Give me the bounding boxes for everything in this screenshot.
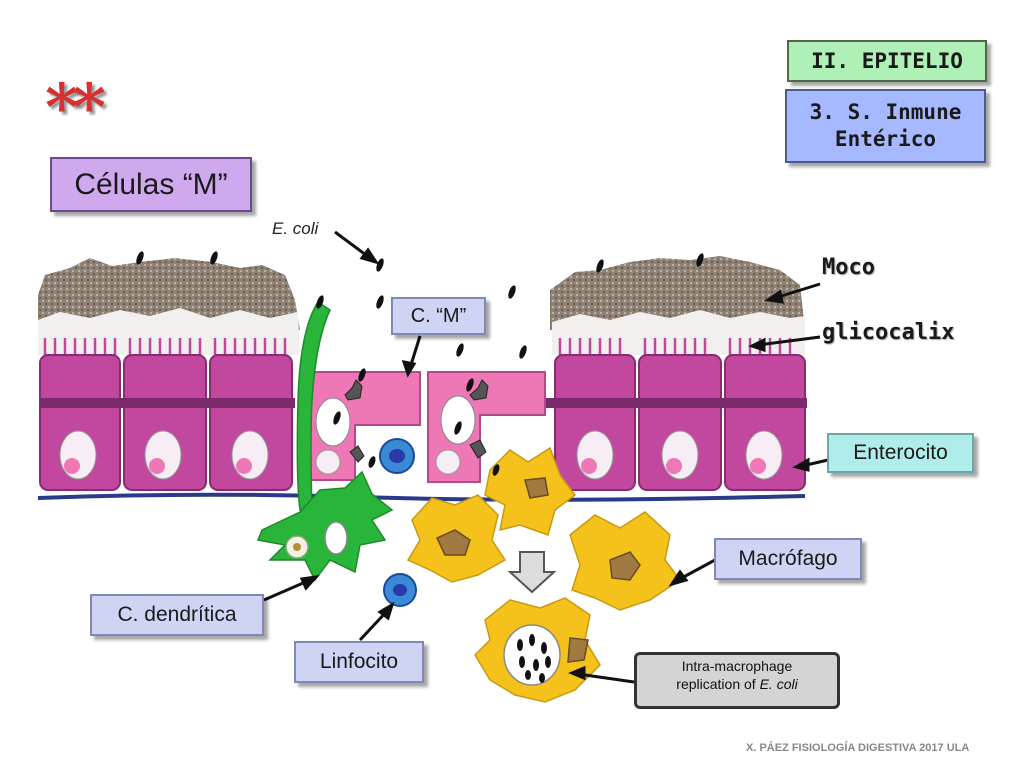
lymphocyte-upper — [379, 438, 415, 474]
mucus-layer-right — [550, 256, 805, 330]
callout-line1: Intra-macrophage — [681, 658, 793, 674]
footer-credit: X. PÁEZ FISIOLOGÍA DIGESTIVA 2017 ULA — [746, 742, 970, 754]
down-arrow-icon — [507, 551, 557, 594]
enterocytes-right — [545, 354, 807, 491]
glycocalyx-right — [552, 310, 805, 355]
basement-membrane — [37, 492, 806, 502]
callout-line2: replication of E. coli — [637, 675, 837, 693]
label-linfocito: Linfocito — [294, 641, 424, 683]
subtopic-label: 3. S. Inmune Entérico — [785, 89, 986, 163]
page-title: Células “M” — [50, 157, 252, 212]
lymphocyte-lower — [383, 573, 417, 607]
m-cells — [304, 371, 546, 483]
callout-intra-macrophage: Intra-macrophage replication of E. coli — [634, 652, 840, 709]
label-ecoli: E. coli — [272, 219, 319, 238]
importance-stars: ** — [45, 70, 106, 145]
dendritic-cell — [256, 300, 394, 582]
ecoli-bacteria — [136, 251, 704, 476]
label-dendritica: C. dendrítica — [90, 594, 264, 636]
label-macrofago: Macrófago — [714, 538, 862, 580]
label-enterocito: Enterocito — [827, 433, 974, 473]
subtopic-line2: Entérico — [834, 127, 937, 151]
macrophages — [406, 446, 682, 703]
microvilli-left — [43, 338, 287, 355]
callout-line2-italic: E. coli — [759, 676, 798, 692]
label-glucocalix: glicocalix — [822, 320, 955, 345]
label-cell-m: C. “M” — [391, 297, 486, 335]
callout-line2-prefix: replication of — [676, 676, 760, 692]
label-moco: Moco — [822, 255, 875, 280]
topic-label: II. EPITELIO — [787, 40, 987, 82]
subtopic-line1: 3. S. Inmune — [809, 100, 962, 124]
transcytosis-arrows — [344, 379, 489, 463]
enterocytes-left — [39, 354, 295, 491]
pointer-arrows — [263, 230, 829, 684]
bacteria-inside-macrophage — [517, 634, 551, 683]
